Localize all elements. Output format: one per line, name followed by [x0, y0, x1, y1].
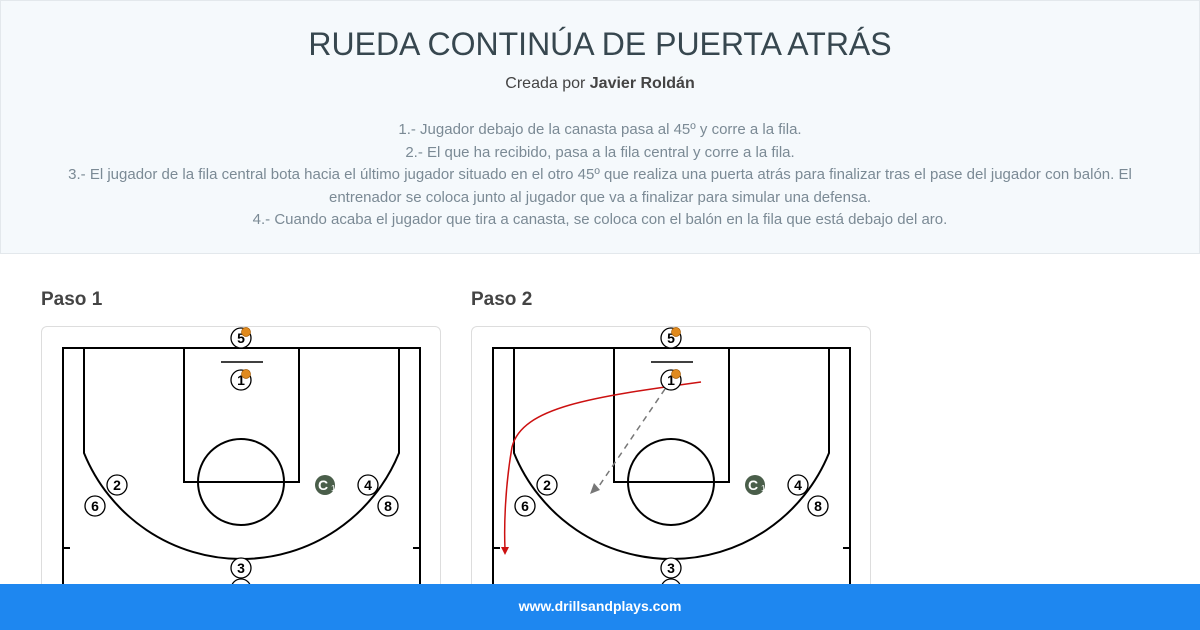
ball-icon [241, 327, 251, 337]
svg-text:2: 2 [113, 477, 121, 493]
pass-arrowhead [590, 483, 600, 494]
player-marker: 4 [787, 474, 809, 496]
step-2-title: Paso 2 [471, 289, 533, 310]
ball-icon [671, 327, 681, 337]
svg-text:1: 1 [331, 484, 336, 493]
svg-text:6: 6 [521, 498, 529, 514]
footer-site-link[interactable]: www.drillsandplays.com [0, 584, 1200, 630]
created-by-label: Creada por [505, 75, 586, 92]
ball-icon [671, 369, 681, 379]
svg-text:1: 1 [667, 372, 675, 388]
drill-description: 1.- Jugador debajo de la canasta pasa al… [61, 119, 1139, 232]
step-text: 2.- El que ha recibido, pasa a la fila c… [405, 143, 795, 161]
svg-text:3: 3 [667, 560, 675, 576]
svg-text:6: 6 [91, 498, 99, 514]
player-marker: 4 [357, 474, 379, 496]
svg-text:2: 2 [543, 477, 551, 493]
ball-icon [241, 369, 251, 379]
player-marker: 8 [807, 495, 829, 517]
dribble-arrow [503, 381, 702, 550]
player-marker: 3 [660, 557, 682, 579]
step-text: 1.- Jugador debajo de la canasta pasa al… [398, 121, 802, 138]
svg-text:C: C [318, 477, 328, 493]
step-text: 3.- El jugador de la fila central bota h… [68, 166, 1132, 206]
svg-text:3: 3 [237, 560, 245, 576]
author-line: Creada por Javier Roldán [1, 75, 1199, 93]
player-marker: 3 [230, 557, 252, 579]
player-marker: 2 [536, 474, 558, 496]
author-name[interactable]: Javier Roldán [589, 75, 695, 92]
player-marker: 6 [514, 495, 536, 517]
page-title: RUEDA CONTINÚA DE PUERTA ATRÁS [308, 26, 892, 62]
step-1-title: Paso 1 [41, 289, 103, 310]
svg-text:8: 8 [814, 498, 822, 514]
svg-text:C: C [748, 477, 758, 493]
svg-text:8: 8 [384, 498, 392, 514]
svg-text:4: 4 [364, 477, 372, 493]
svg-text:5: 5 [237, 330, 245, 346]
player-marker: 2 [106, 474, 128, 496]
dribble-arrowhead [501, 547, 509, 555]
player-marker: 8 [377, 495, 399, 517]
step-text: 4.- Cuando acaba el jugador que tira a c… [252, 211, 948, 228]
svg-text:5: 5 [667, 330, 675, 346]
player-marker: 6 [84, 495, 106, 517]
pass-arrow [596, 388, 666, 490]
header: RUEDA CONTINÚA DE PUERTA ATRÁS Creada po… [0, 0, 1200, 254]
svg-text:1: 1 [237, 372, 245, 388]
svg-text:1: 1 [761, 484, 766, 493]
svg-text:4: 4 [794, 477, 802, 493]
